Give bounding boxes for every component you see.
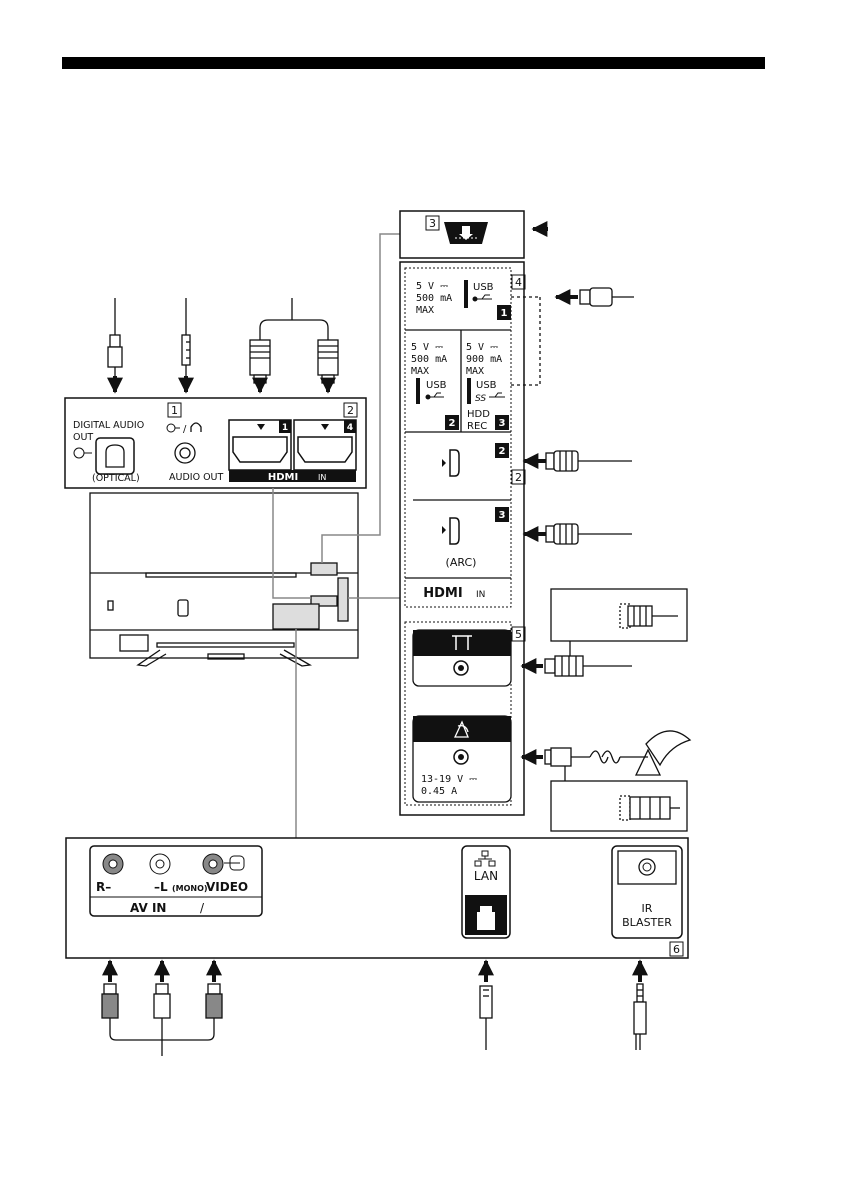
hdmi-in-side: IN: [476, 590, 485, 600]
svg-text:/: /: [183, 424, 187, 435]
svg-text:2: 2: [499, 446, 506, 457]
svg-text:(MONO): (MONO): [172, 884, 208, 893]
svg-text:SS: SS: [475, 394, 486, 404]
lan-port: LAN: [462, 846, 510, 938]
top-connector-panel: 1 2 DIGITAL AUDIO OUT (OPTICAL) / AUDIO …: [65, 398, 366, 488]
svg-text:REC: REC: [467, 421, 487, 432]
svg-text:5 V ⎓: 5 V ⎓: [416, 281, 448, 292]
satellite-port: 13-19 V ⎓ 0.45 A: [413, 716, 511, 802]
tv-rear-view: [90, 493, 358, 666]
power-socket-icon: [444, 222, 488, 244]
hdmi-logo-side: HDMI: [423, 586, 462, 601]
callout-1: 1: [171, 404, 178, 417]
svg-text:/: /: [200, 901, 205, 915]
output-arrow-icon: [74, 448, 92, 458]
hdmi-in-label: IN: [318, 473, 326, 482]
terrestrial-antenna-port: [413, 630, 511, 686]
optical-label: (OPTICAL): [92, 473, 140, 484]
svg-text:LAN: LAN: [474, 869, 498, 883]
svg-text:BLASTER: BLASTER: [622, 916, 672, 929]
svg-text:VIDEO: VIDEO: [206, 880, 248, 894]
svg-text:1: 1: [282, 423, 288, 433]
svg-text:2: 2: [449, 418, 456, 429]
svg-text:MAX: MAX: [416, 305, 434, 316]
svg-text:4: 4: [347, 423, 353, 433]
usb-ss-icon: SS: [475, 393, 505, 404]
svg-text:500 mA: 500 mA: [411, 354, 447, 365]
svg-text:5 V ⎓: 5 V ⎓: [466, 342, 498, 353]
svg-text:USB: USB: [473, 282, 494, 293]
hdmi-port-4: 4: [294, 420, 356, 470]
hdmi-port-1: 1: [229, 420, 291, 470]
svg-text:1: 1: [501, 308, 508, 319]
svg-text:900 mA: 900 mA: [466, 354, 502, 365]
lan-network-icon: [475, 851, 495, 866]
hdmi-port-2: 2: [442, 443, 509, 476]
hdmi-port-3: 3 (ARC): [442, 507, 509, 569]
usb-icon: [473, 295, 492, 301]
top-cables: [108, 298, 338, 392]
bottom-connector-panel: 6 R– –L (MONO) VIDEO AV IN /: [66, 838, 688, 958]
callout-5: 5: [515, 628, 522, 641]
header-bar: [62, 57, 765, 69]
leader-lines: [273, 234, 400, 838]
side-cables: [511, 288, 690, 831]
svg-text:IR: IR: [642, 902, 653, 915]
audio-out-label: AUDIO OUT: [169, 472, 223, 483]
audio-out-jack: [175, 443, 195, 463]
callout-6: 6: [673, 943, 680, 956]
headphone-icon: /: [167, 423, 201, 435]
svg-text:5 V ⎓: 5 V ⎓: [411, 342, 443, 353]
svg-text:0.45 A: 0.45 A: [421, 786, 457, 797]
usb-icon: [426, 393, 444, 399]
svg-text:3: 3: [499, 418, 506, 429]
svg-text:AV IN: AV IN: [130, 901, 166, 915]
svg-text:MAX: MAX: [411, 366, 429, 377]
svg-text:500 mA: 500 mA: [416, 293, 452, 304]
svg-text:–L: –L: [154, 880, 168, 894]
svg-text:13-19 V ⎓: 13-19 V ⎓: [421, 774, 477, 785]
callout-4: 4: [515, 276, 522, 289]
svg-text:HDD: HDD: [467, 409, 490, 420]
input-arrow-icon: [224, 856, 244, 870]
usb-port-1: 5 V ⎓ 500 mA MAX USB 1: [416, 280, 511, 320]
bottom-cables: [102, 961, 646, 1056]
ir-blaster-port: IR BLASTER: [612, 846, 682, 938]
svg-text:(ARC): (ARC): [446, 556, 477, 569]
optical-port-icon: [96, 438, 134, 474]
usb-port-3: 5 V ⎓ 900 mA MAX USB SS HDD REC 3: [466, 342, 509, 432]
usb-port-2: 5 V ⎓ 500 mA MAX USB 2: [411, 342, 459, 430]
digital-audio-label: DIGITAL AUDIO: [73, 420, 144, 431]
callout-2: 2: [347, 404, 354, 417]
side-connector-panel: 5 V ⎓ 500 mA MAX USB 1 4 5 V ⎓ 500 mA MA…: [400, 262, 525, 815]
svg-text:USB: USB: [476, 380, 497, 391]
callout-2b: 2: [515, 471, 522, 484]
svg-text:USB: USB: [426, 380, 447, 391]
digital-audio-out-label: OUT: [73, 432, 93, 443]
svg-text:3: 3: [499, 510, 506, 521]
av-in-block: R– –L (MONO) VIDEO AV IN /: [90, 846, 262, 916]
hdmi-logo: HDMI: [268, 472, 298, 483]
svg-text:R–: R–: [96, 880, 111, 894]
power-callout: 3: [400, 211, 548, 258]
svg-text:3: 3: [429, 217, 436, 230]
svg-text:MAX: MAX: [466, 366, 484, 377]
